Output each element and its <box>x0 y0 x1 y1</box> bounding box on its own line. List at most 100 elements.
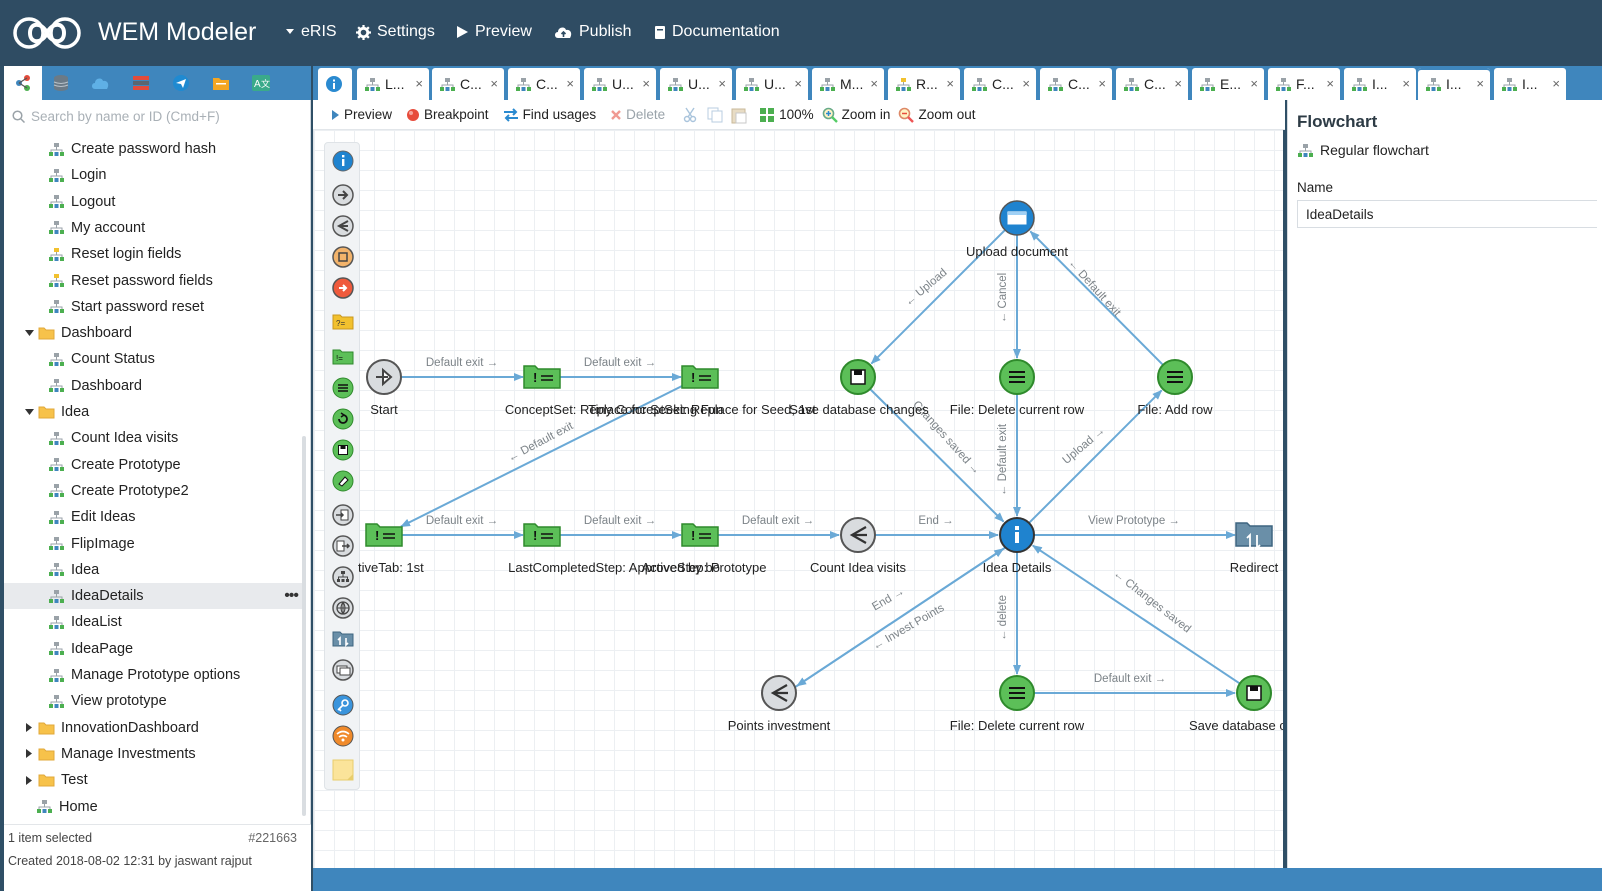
close-icon[interactable]: × <box>490 76 498 91</box>
close-icon[interactable]: × <box>1174 76 1182 91</box>
close-icon[interactable]: × <box>1250 76 1258 91</box>
tab-lists[interactable] <box>122 66 160 100</box>
close-icon[interactable]: × <box>1402 76 1410 91</box>
tree-item[interactable]: Idea <box>4 557 304 583</box>
editor-tab[interactable]: C...× <box>1116 68 1188 100</box>
tree-item[interactable]: Manage Prototype options <box>4 662 304 688</box>
editor-tab[interactable]: U...× <box>660 68 732 100</box>
flow-node-upload[interactable] <box>999 200 1035 236</box>
tree-item[interactable]: Count Idea visits <box>4 425 304 451</box>
close-icon[interactable]: × <box>1552 76 1560 91</box>
tree-item[interactable]: IdeaDetails••• <box>4 583 304 610</box>
preview-button[interactable]: Preview <box>331 107 392 122</box>
documentation-menu[interactable]: Documentation <box>654 23 780 41</box>
palette-web[interactable] <box>329 594 357 622</box>
tree-item[interactable]: Reset login fields <box>4 241 304 267</box>
close-icon[interactable]: × <box>642 76 650 91</box>
flow-node-fadd[interactable] <box>1157 359 1193 395</box>
preview-menu[interactable]: Preview <box>456 23 532 41</box>
palette-popup[interactable] <box>329 656 357 684</box>
tab-messages[interactable] <box>162 66 200 100</box>
tree-item[interactable]: Create Prototype2 <box>4 478 304 504</box>
palette-import[interactable] <box>329 501 357 529</box>
flow-node-fdel1[interactable] <box>999 359 1035 395</box>
close-icon[interactable]: × <box>415 76 423 91</box>
tree-item[interactable]: IdeaList <box>4 609 304 635</box>
flow-node-save2[interactable] <box>1236 675 1272 711</box>
flow-node-start[interactable] <box>366 359 402 395</box>
palette-assignment[interactable]: != <box>329 343 357 371</box>
tree-item[interactable]: My account <box>4 215 304 241</box>
flow-node-cs1[interactable]: ! <box>523 365 561 389</box>
palette-redirect[interactable] <box>329 625 357 653</box>
flow-edge[interactable] <box>1029 230 1164 366</box>
editor-tab[interactable]: C...× <box>432 68 504 100</box>
zoom-in-button[interactable]: Zoom in <box>822 107 890 123</box>
editor-tab[interactable]: F...× <box>1268 68 1340 100</box>
flow-node-fdel2[interactable] <box>999 675 1035 711</box>
tree-item[interactable]: Login <box>4 162 304 188</box>
flow-edge[interactable] <box>1031 544 1241 685</box>
publish-menu[interactable]: Publish <box>554 23 631 41</box>
more-options-icon[interactable]: ••• <box>284 587 299 605</box>
tab-files[interactable] <box>202 66 240 100</box>
editor-tab[interactable]: U...× <box>584 68 656 100</box>
zoom-reset-button[interactable]: 100% <box>759 107 814 123</box>
editor-tab[interactable]: C...× <box>508 68 580 100</box>
palette-stop-node[interactable] <box>329 274 357 302</box>
tree-item[interactable]: FlipImage <box>4 531 304 557</box>
tree-folder[interactable]: Dashboard <box>4 320 304 346</box>
editor-tab[interactable]: U...× <box>736 68 808 100</box>
palette-flowchart-call[interactable] <box>329 563 357 591</box>
settings-menu[interactable]: Settings <box>356 23 435 41</box>
close-icon[interactable]: × <box>794 76 802 91</box>
tree-scrollbar[interactable] <box>302 436 306 816</box>
close-icon[interactable]: × <box>1476 76 1484 91</box>
editor-tab[interactable]: I...× <box>1494 68 1566 100</box>
tree-folder[interactable]: Manage Investments <box>4 741 304 767</box>
breakpoint-button[interactable]: Breakpoint <box>406 107 489 122</box>
tree-item[interactable]: IdeaPage <box>4 636 304 662</box>
palette-key[interactable] <box>329 691 357 719</box>
palette-exit-node[interactable] <box>329 181 357 209</box>
tree-item[interactable]: Create password hash <box>4 136 304 162</box>
tab-cloud[interactable] <box>82 66 120 100</box>
tree-item[interactable]: Edit Ideas <box>4 504 304 530</box>
tree-item[interactable]: Create Prototype <box>4 452 304 478</box>
close-icon[interactable]: × <box>1098 76 1106 91</box>
flow-node-count[interactable] <box>840 517 876 553</box>
editor-tab[interactable]: M...× <box>812 68 884 100</box>
caret-right-icon[interactable] <box>24 775 34 785</box>
flow-node-as[interactable]: ! <box>681 523 719 547</box>
palette-loop[interactable] <box>329 405 357 433</box>
tab-info[interactable] <box>318 68 352 100</box>
zoom-out-button[interactable]: Zoom out <box>898 107 975 123</box>
flowchart-canvas[interactable]: ?=!= Default exit →Default exit →← Defau… <box>313 130 1283 868</box>
tree-item[interactable]: Dashboard <box>4 373 304 399</box>
tree-item[interactable]: Start password reset <box>4 294 304 320</box>
delete-button[interactable]: Delete <box>610 107 665 122</box>
close-icon[interactable]: × <box>718 76 726 91</box>
palette-list-node[interactable] <box>329 374 357 402</box>
flow-node-details[interactable] <box>999 517 1035 553</box>
tree-item[interactable]: View prototype <box>4 688 304 714</box>
tree-item[interactable]: Reset password fields <box>4 268 304 294</box>
paste-button[interactable] <box>731 106 747 124</box>
tree-folder[interactable]: Idea <box>4 399 304 425</box>
copy-button[interactable] <box>707 107 723 123</box>
flow-node-redirect[interactable] <box>1235 522 1273 551</box>
editor-tab[interactable]: R...× <box>888 68 960 100</box>
palette-note[interactable] <box>329 756 357 784</box>
tab-project-tree[interactable] <box>4 66 42 100</box>
caret-right-icon[interactable] <box>24 749 34 759</box>
tree-folder[interactable]: InnovationDashboard <box>4 715 304 741</box>
caret-down-icon[interactable] <box>24 329 34 337</box>
tree-folder[interactable]: Test <box>4 767 304 793</box>
tree-item[interactable]: Count Status <box>4 346 304 372</box>
flow-node-lcs[interactable]: ! <box>523 523 561 547</box>
flow-edge[interactable] <box>870 229 1006 365</box>
tree-item[interactable]: Home <box>4 794 304 817</box>
close-icon[interactable]: × <box>1326 76 1334 91</box>
palette-export[interactable] <box>329 532 357 560</box>
close-icon[interactable]: × <box>870 76 878 91</box>
